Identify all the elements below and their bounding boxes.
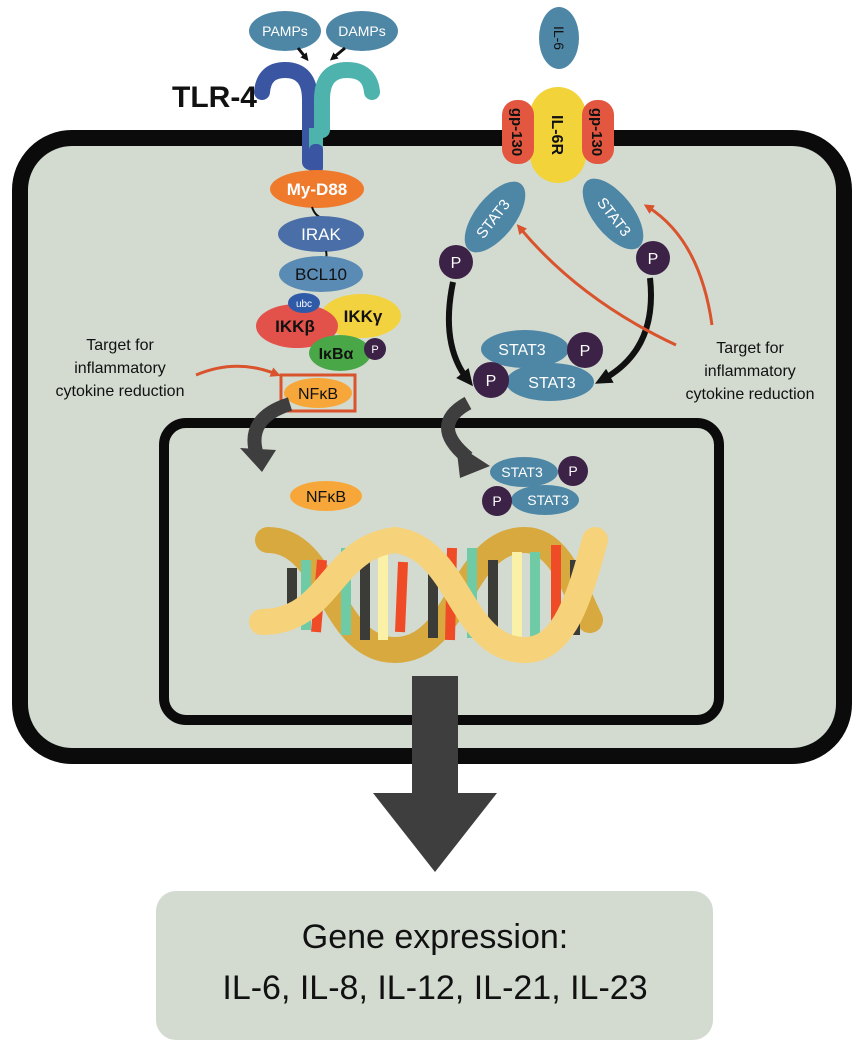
nucleus-stat3-top-phosphate — [558, 456, 588, 486]
ubc-node — [288, 293, 320, 313]
nfkb-translocation-arrow — [247, 397, 293, 458]
gene-expression-box — [156, 891, 713, 1040]
gp130-left-node — [502, 100, 534, 164]
pamps-node — [249, 11, 321, 51]
pamps-arrow — [296, 47, 309, 62]
stat3-right-membrane — [582, 178, 644, 250]
ikkg-label: IKKγ — [344, 307, 383, 326]
ikba-phosphate-label: P — [371, 344, 378, 356]
nucleus-nfkb-label: NFκB — [306, 489, 346, 506]
stat3-dimer-bottom — [506, 363, 594, 401]
stat3-dimer-bottom-phosphate — [473, 362, 509, 398]
nfkb-target-box — [279, 373, 357, 413]
il6-node — [539, 7, 579, 69]
left-target-arrow — [195, 364, 281, 377]
ikba-label: IκBα — [319, 346, 354, 363]
ikkg-node — [321, 294, 401, 338]
stat3-dimer-top-phosphate-label: P — [580, 343, 591, 360]
right-target-arrow-lower — [516, 224, 677, 347]
bcl10-label: BCL10 — [295, 265, 347, 284]
stat3-dimer-top — [481, 330, 569, 368]
right-target-line-3: cytokine reduction — [686, 386, 815, 403]
nucleus-stat3-bottom-label: STAT3 — [527, 492, 569, 508]
ikkb-label: IKKβ — [275, 317, 315, 336]
bcl10-node — [279, 256, 363, 292]
nfkb-node — [284, 378, 352, 408]
phosphate-right — [636, 241, 670, 275]
gp130-left-label: gp-130 — [508, 108, 525, 156]
il6r-node — [530, 87, 586, 183]
right-target-arrow-upper — [643, 204, 714, 326]
phosphate-right-label: P — [648, 251, 659, 268]
right-target-line-2: inflammatory — [704, 363, 796, 380]
nucleus-stat3-top-label: STAT3 — [501, 464, 543, 480]
stat3-dimer-bottom-label: STAT3 — [528, 375, 576, 392]
stat3-dimer-top-phosphate — [567, 332, 603, 368]
stat3-dimer-top-label: STAT3 — [498, 342, 546, 359]
damps-label: DAMPs — [338, 23, 385, 39]
nfkb-translocation-arrowhead — [240, 448, 276, 472]
phosphate-left — [439, 245, 473, 279]
myd88-label: My-D88 — [287, 180, 347, 199]
ubc-label: ubc — [296, 299, 312, 310]
il6r-label: IL-6R — [548, 115, 565, 155]
stat3-translocation-arrowhead — [456, 444, 490, 478]
gp130-right-label: gp-130 — [588, 108, 605, 156]
left-activation-arrow — [445, 281, 473, 387]
gp130-right-node — [582, 100, 614, 164]
ikkb-node — [256, 304, 338, 348]
right-target-line-1: Target for — [716, 340, 784, 357]
damps-arrow — [329, 46, 346, 61]
ikba-node — [309, 335, 371, 371]
dna-helix — [249, 526, 608, 664]
phosphate-left-label: P — [451, 255, 462, 272]
tlr4-receptor — [254, 61, 380, 174]
irak-node — [278, 216, 364, 252]
gene-expression-title: Gene expression: — [302, 918, 569, 956]
left-target-line-1: Target for — [86, 337, 154, 354]
ikba-phosphate — [364, 338, 386, 360]
stat3-left-membrane — [464, 181, 526, 253]
left-target-line-3: cytokine reduction — [56, 383, 185, 400]
nucleus-stat3-top-phosphate-label: P — [568, 463, 577, 479]
right-activation-arrow — [594, 277, 654, 384]
tlr4-label: TLR-4 — [172, 81, 257, 114]
irak-label: IRAK — [301, 225, 341, 244]
gene-expression-arrow-shaft — [412, 676, 458, 798]
nucleus-stat3-top — [490, 457, 558, 487]
nucleus-stat3-bottom-phosphate-label: P — [492, 493, 501, 509]
damps-node — [326, 11, 398, 51]
pamps-label: PAMPs — [262, 23, 308, 39]
left-target-line-2: inflammatory — [74, 360, 166, 377]
nucleus-stat3-bottom-phosphate — [482, 486, 512, 516]
nfkb-label: NFκB — [298, 386, 338, 403]
myd88-node — [270, 170, 364, 208]
nucleus-stat3-bottom — [511, 485, 579, 515]
il6-label: IL-6 — [551, 26, 567, 50]
stat3-dimer-bottom-phosphate-label: P — [486, 373, 497, 390]
nucleus-nfkb-node — [290, 481, 362, 511]
gene-expression-arrow-head — [373, 793, 497, 872]
gene-expression-list: IL-6, IL-8, IL-12, IL-21, IL-23 — [222, 969, 647, 1007]
